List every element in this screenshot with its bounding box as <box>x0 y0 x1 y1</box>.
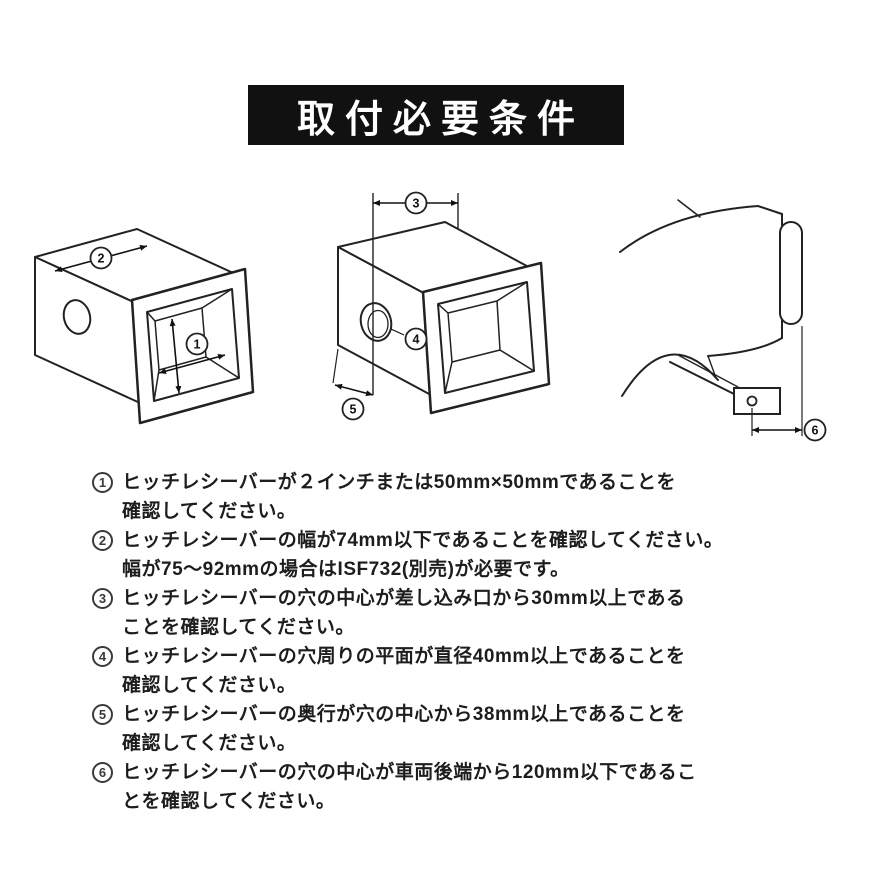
badge-circle <box>803 418 827 442</box>
item-text: ヒッチレシーバーの穴周りの平面が直径40mm以上であることを 確認してください。 <box>122 646 686 696</box>
item-text: ヒッチレシーバーの奥行が穴の中心から38mm以上であることを 確認してください。 <box>122 704 686 754</box>
list-item: 2 ヒッチレシーバーの幅が74mm以下であることを確認してください。 幅が75〜… <box>92 526 854 584</box>
item-number-badge: 1 <box>92 472 113 493</box>
badge-1: 1 <box>185 332 209 356</box>
badge-6: 6 <box>803 418 827 442</box>
hole-pointer-line <box>390 328 405 336</box>
inner-edge <box>499 349 535 372</box>
inner-edge <box>496 281 528 302</box>
item-number-badge: 2 <box>92 530 113 551</box>
inner-edge <box>146 311 156 322</box>
vehicle-rear-drawing <box>619 199 803 415</box>
receiver-front <box>421 261 551 415</box>
item-number-badge: 6 <box>92 762 113 783</box>
badge-1-number: 1 <box>194 338 201 352</box>
figure-receiver-size: 2 1 <box>34 228 255 425</box>
page-title: 取付必要条件 <box>296 98 585 141</box>
hatch-slope-line <box>619 204 783 253</box>
list-item: 1 ヒッチレシーバーが２インチまたは50mm×50mmであることを 確認してくだ… <box>92 468 854 526</box>
badge-2: 2 <box>89 246 113 270</box>
badge-circle <box>185 332 209 356</box>
list-item: 6 ヒッチレシーバーの穴の中心が車両後端から120mm以下であるこ とを確認して… <box>92 758 854 816</box>
item-number-badge: 3 <box>92 588 113 609</box>
list-item: 5 ヒッチレシーバーの奥行が穴の中心から38mm以上であることを 確認してくださ… <box>92 700 854 758</box>
side-hole-inner <box>367 309 389 339</box>
inner-edge <box>201 288 233 309</box>
list-item: 3 ヒッチレシーバーの穴の中心が差し込み口から30mm以上である ことを確認して… <box>92 584 854 642</box>
item-text: ヒッチレシーバーの幅が74mm以下であることを確認してください。 幅が75〜92… <box>122 530 724 580</box>
figure-vehicle-rear: 6 <box>619 199 827 442</box>
item-number-badge: 4 <box>92 646 113 667</box>
hitch-pin-hole <box>746 395 758 407</box>
badge-6-number: 6 <box>812 424 819 438</box>
badge-5-number: 5 <box>350 403 357 417</box>
pillar-line <box>677 199 701 218</box>
badge-3-number: 3 <box>413 197 420 211</box>
rear-bumper-garnish <box>779 221 803 325</box>
badge-3: 3 <box>404 191 428 215</box>
badge-circle <box>89 246 113 270</box>
hitch-arm-inner <box>677 354 739 388</box>
badge-4-number: 4 <box>413 333 420 347</box>
side-hole <box>62 299 92 335</box>
guide-lines <box>751 326 803 436</box>
item-text: ヒッチレシーバーの穴の中心が差し込み口から30mm以上である ことを確認してくだ… <box>122 588 686 638</box>
bumper-lower-edge <box>707 337 783 357</box>
depth-arrow <box>334 383 374 397</box>
inner-edge <box>444 361 453 394</box>
guide-lines <box>332 193 459 395</box>
badge-4: 4 <box>404 327 428 351</box>
requirements-list: 1 ヒッチレシーバーが２インチまたは50mm×50mmであることを 確認してくだ… <box>92 468 854 816</box>
badge-2-number: 2 <box>98 252 105 266</box>
title-banner: 取付必要条件 <box>248 85 624 145</box>
figure-hole-position: 3 4 5 <box>332 191 551 421</box>
inner-edge <box>153 369 160 402</box>
item-text: ヒッチレシーバーが２インチまたは50mm×50mmであることを 確認してください… <box>122 472 677 522</box>
badge-circle <box>341 397 365 421</box>
badge-circle <box>404 191 428 215</box>
opening-width-arrow <box>158 353 226 375</box>
receiver-drawing <box>34 228 255 425</box>
badge-5: 5 <box>341 397 365 421</box>
item-number-badge: 5 <box>92 704 113 725</box>
list-item: 4 ヒッチレシーバーの穴周りの平面が直径40mm以上であることを 確認してくださ… <box>92 642 854 700</box>
wheel-arch <box>621 353 719 397</box>
hitch-arm <box>669 361 735 395</box>
inner-edge <box>437 303 449 314</box>
badge-circle <box>404 327 428 351</box>
item-text: ヒッチレシーバーの穴の中心が車両後端から120mm以下であるこ とを確認してくだ… <box>122 762 697 812</box>
front-edge-guide <box>332 348 339 384</box>
